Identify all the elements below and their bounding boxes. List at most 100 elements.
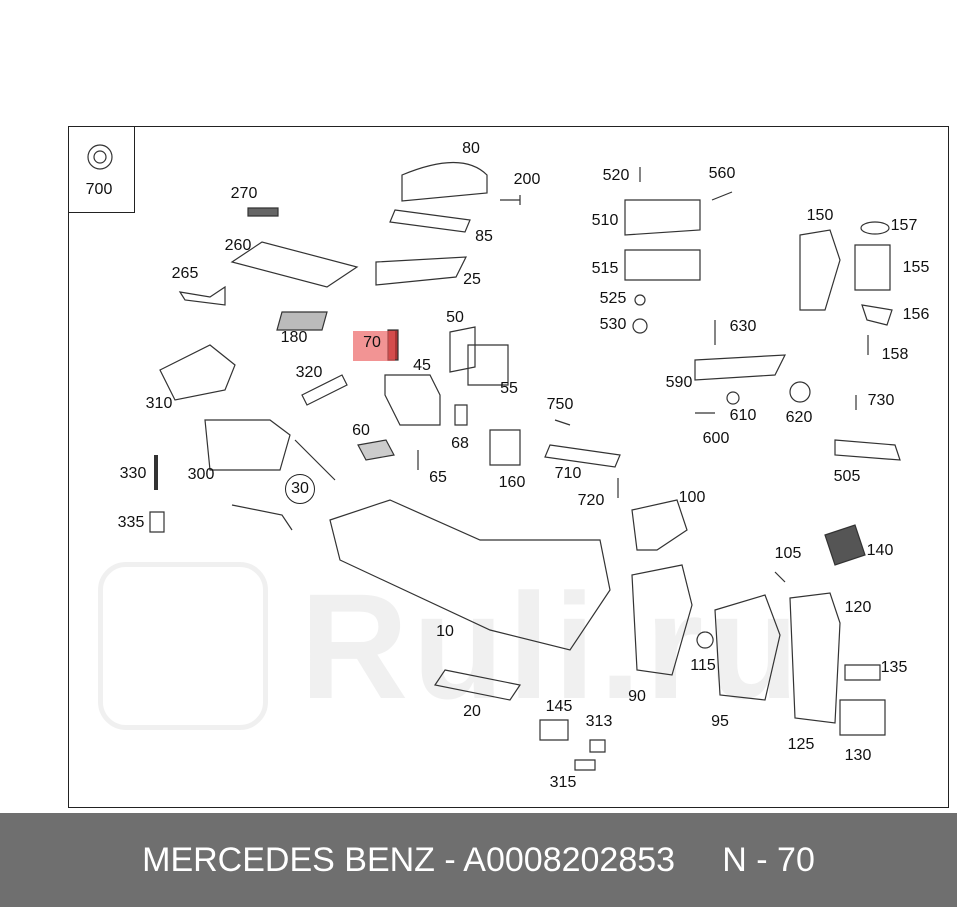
callout-circle-30 bbox=[285, 474, 315, 504]
diagram-frame bbox=[68, 126, 949, 808]
part-label-730: 730 bbox=[867, 392, 895, 409]
part-label-45: 45 bbox=[413, 357, 431, 374]
part-560 bbox=[711, 191, 733, 201]
part-30-bracket bbox=[231, 439, 336, 531]
watermark-logo bbox=[98, 562, 268, 730]
part-156 bbox=[861, 304, 893, 326]
part-590 bbox=[694, 354, 786, 381]
part-260-trim bbox=[230, 241, 359, 288]
part-25 bbox=[375, 256, 467, 286]
part-label-100: 100 bbox=[678, 489, 706, 506]
part-label-510: 510 bbox=[591, 212, 619, 229]
part-80-armrest-lid bbox=[401, 161, 488, 202]
part-label-150: 150 bbox=[806, 207, 834, 224]
part-label-120: 120 bbox=[844, 599, 872, 616]
footer-text: MERCEDES BENZ - A0008202853 N - 70 bbox=[142, 840, 815, 879]
part-label-50: 50 bbox=[446, 309, 464, 326]
part-label-70: 70 bbox=[363, 334, 381, 351]
part-95 bbox=[714, 594, 781, 701]
part-265 bbox=[178, 285, 226, 306]
part-160 bbox=[489, 429, 521, 466]
part-label-95: 95 bbox=[711, 713, 729, 730]
part-label-313: 313 bbox=[585, 713, 613, 730]
part-label-145: 145 bbox=[545, 698, 573, 715]
part-150 bbox=[799, 229, 841, 311]
part-label-155: 155 bbox=[902, 259, 930, 276]
part-label-158: 158 bbox=[881, 346, 909, 363]
part-label-20: 20 bbox=[463, 703, 481, 720]
part-68 bbox=[454, 404, 468, 426]
part-label-590: 590 bbox=[665, 374, 693, 391]
part-label-515: 515 bbox=[591, 260, 619, 277]
part-515 bbox=[624, 249, 701, 281]
part-label-10: 10 bbox=[436, 623, 454, 640]
part-label-130: 130 bbox=[844, 747, 872, 764]
part-label-320: 320 bbox=[295, 364, 323, 381]
part-label-125: 125 bbox=[787, 736, 815, 753]
part-200-screw bbox=[500, 195, 521, 205]
part-270 bbox=[247, 207, 279, 217]
part-label-callout-label: 30 bbox=[291, 480, 309, 497]
part-525 bbox=[634, 294, 646, 306]
part-label-600: 600 bbox=[702, 430, 730, 447]
part-label-610: 610 bbox=[729, 407, 757, 424]
part-label-inset-label: 700 bbox=[85, 181, 113, 198]
part-label-68: 68 bbox=[451, 435, 469, 452]
part-label-530: 530 bbox=[599, 316, 627, 333]
part-180 bbox=[276, 311, 328, 331]
part-label-180: 180 bbox=[280, 329, 308, 346]
part-label-265: 265 bbox=[171, 265, 199, 282]
part-50 bbox=[449, 326, 476, 373]
watermark: Ruli.ru bbox=[300, 562, 803, 730]
part-750 bbox=[554, 419, 571, 426]
footer-banner: MERCEDES BENZ - A0008202853 N - 70 bbox=[0, 813, 957, 907]
part-label-335: 335 bbox=[117, 514, 145, 531]
part-10-console bbox=[329, 499, 611, 651]
part-label-60: 60 bbox=[352, 422, 370, 439]
part-label-330: 330 bbox=[119, 465, 147, 482]
part-label-25: 25 bbox=[463, 271, 481, 288]
part-label-310: 310 bbox=[145, 395, 173, 412]
part-530 bbox=[632, 318, 648, 334]
part-45 bbox=[384, 374, 441, 426]
part-label-270: 270 bbox=[230, 185, 258, 202]
part-55 bbox=[467, 344, 509, 386]
part-label-156: 156 bbox=[902, 306, 930, 323]
part-115 bbox=[696, 631, 714, 649]
part-610 bbox=[726, 391, 740, 405]
part-620 bbox=[789, 381, 811, 403]
part-label-160: 160 bbox=[498, 474, 526, 491]
part-145 bbox=[539, 719, 569, 741]
part-label-260: 260 bbox=[224, 237, 252, 254]
part-310 bbox=[159, 344, 236, 401]
part-label-55: 55 bbox=[500, 380, 518, 397]
part-label-315: 315 bbox=[549, 774, 577, 791]
part-label-620: 620 bbox=[785, 409, 813, 426]
part-label-135: 135 bbox=[880, 659, 908, 676]
part-label-157: 157 bbox=[890, 217, 918, 234]
part-label-300: 300 bbox=[187, 466, 215, 483]
part-label-80: 80 bbox=[462, 140, 480, 157]
part-label-560: 560 bbox=[708, 165, 736, 182]
inset-box bbox=[68, 126, 135, 213]
part-320 bbox=[301, 374, 348, 406]
part-label-85: 85 bbox=[475, 228, 493, 245]
part-label-520: 520 bbox=[602, 167, 630, 184]
part-label-115: 115 bbox=[690, 657, 716, 674]
part-20 bbox=[434, 669, 521, 701]
part-90 bbox=[631, 564, 693, 676]
part-313 bbox=[589, 739, 606, 753]
part-710 bbox=[544, 444, 621, 468]
part-label-105: 105 bbox=[774, 545, 802, 562]
part-315 bbox=[574, 759, 596, 771]
part-510 bbox=[624, 199, 701, 236]
part-label-525: 525 bbox=[599, 290, 627, 307]
part-label-720: 720 bbox=[577, 492, 605, 509]
part-120 bbox=[789, 592, 841, 724]
part-335 bbox=[149, 511, 165, 533]
part-label-200: 200 bbox=[513, 171, 541, 188]
part-157 bbox=[860, 221, 890, 235]
part-140 bbox=[824, 524, 866, 566]
part-label-710: 710 bbox=[554, 465, 582, 482]
